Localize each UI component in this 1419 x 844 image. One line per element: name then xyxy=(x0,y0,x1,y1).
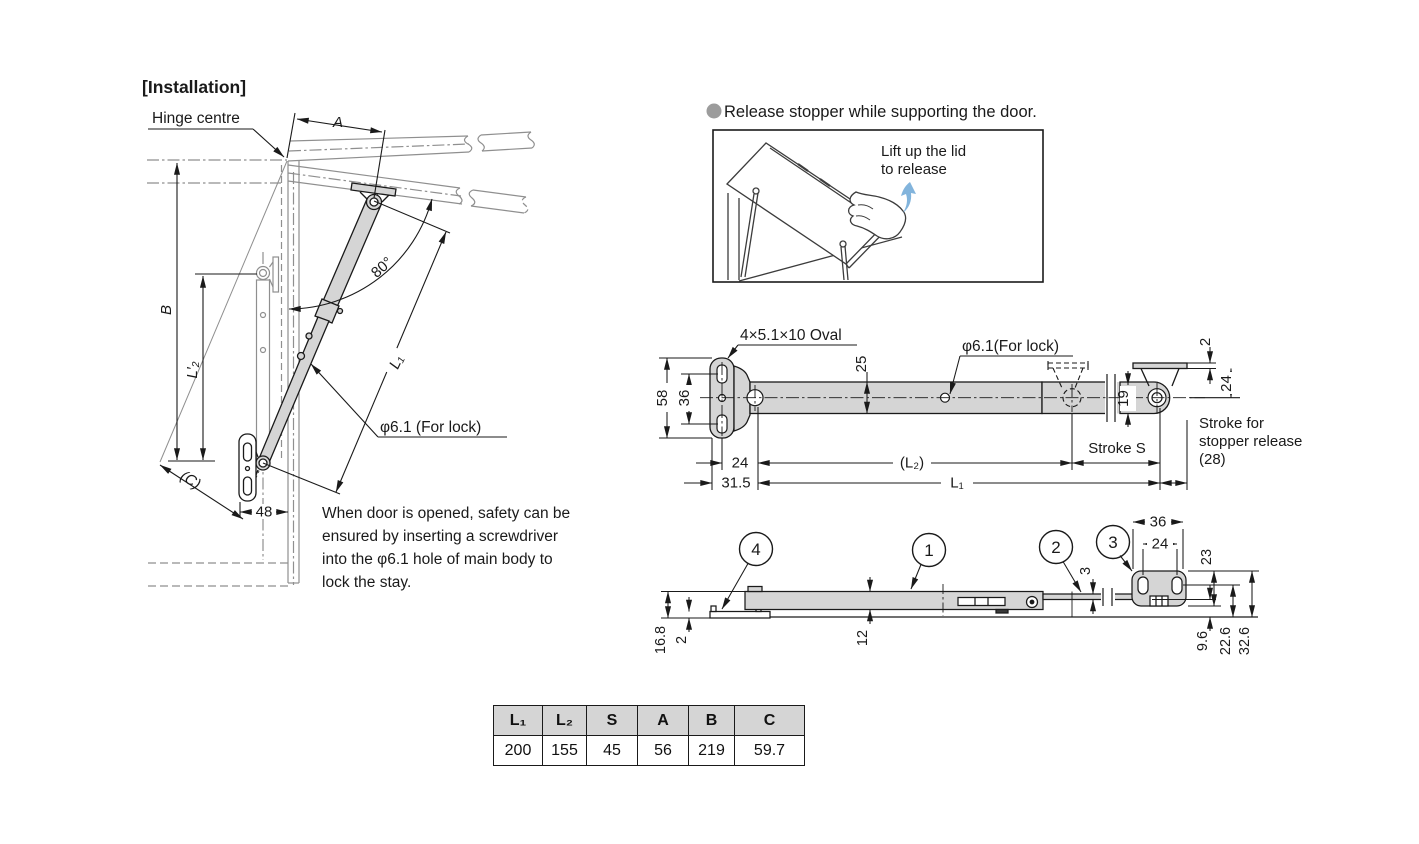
dim-9-6: 9.6 xyxy=(1195,631,1211,651)
part-balloons: 4 1 2 3 xyxy=(721,524,1133,610)
spec-table-value-row: 200 155 45 56 219 59.7 xyxy=(493,735,805,766)
spec-value-l2: 155 xyxy=(542,735,587,766)
dim-angle-80: 80° xyxy=(368,254,396,282)
spec-header-l1: L₁ xyxy=(493,705,543,736)
balloon-2-circle xyxy=(1038,529,1074,565)
dim-36-top: 36 xyxy=(1150,514,1167,531)
dim-48: 48 xyxy=(256,504,273,521)
stay-top-body xyxy=(709,570,1187,619)
dim-l1-bg xyxy=(376,343,416,381)
dim-16-8: 16.8 xyxy=(653,626,669,654)
dim-a: A xyxy=(332,114,343,131)
balloon-2-number: 2 xyxy=(1051,538,1060,557)
dim-31-5: 31.5 xyxy=(721,475,750,492)
stroke-release-line-3: (28) xyxy=(1199,451,1226,468)
dim-24l-bg xyxy=(728,455,753,470)
spec-header-b: B xyxy=(688,705,735,736)
dim-l1-side: L₁ xyxy=(950,475,963,492)
dim-19: 19 xyxy=(1115,390,1132,407)
balloon-3-number: 3 xyxy=(1108,533,1117,552)
hinge-leader-line xyxy=(252,128,285,158)
dim-3: 3 xyxy=(1078,567,1094,575)
dim-315-bg xyxy=(718,475,754,490)
balloon-4-number: 4 xyxy=(751,540,760,559)
dim-l2-bg xyxy=(893,455,931,470)
spec-value-l1: 200 xyxy=(493,735,543,766)
spec-header-s: S xyxy=(586,705,638,736)
dim-22-6: 22.6 xyxy=(1218,627,1234,655)
bullet-icon xyxy=(706,103,722,119)
dim-l1-side-bg xyxy=(941,475,973,490)
dim-48-bg xyxy=(252,504,276,519)
release-heading: Release stopper while supporting the doo… xyxy=(724,103,1037,121)
dim-24r-bg xyxy=(1223,372,1239,394)
spec-header-c: C xyxy=(734,705,805,736)
balloon-4-circle xyxy=(738,531,774,567)
spec-value-b: 219 xyxy=(688,735,735,766)
dim-36-top-bg xyxy=(1145,514,1171,530)
lift-arrow-icon xyxy=(901,182,916,213)
lift-caption-line-1: Lift up the lid xyxy=(881,143,966,160)
lock-hole-label: φ6.1 (For lock) xyxy=(380,419,481,436)
installation-diagram: [Installation] Hinge centre xyxy=(142,77,570,591)
top-view-drawing: 4 1 2 3 xyxy=(653,514,1259,655)
note-line-1: When door is opened, safety can be xyxy=(322,505,570,522)
dim-25: 25 xyxy=(853,356,870,373)
installation-title: [Installation] xyxy=(142,77,246,97)
note-line-2: ensured by inserting a screwdriver xyxy=(322,528,558,545)
side-view-drawing: 58 36 25 24 31.5 (L₂) L₁ Stroke S 2 24 1… xyxy=(654,327,1302,492)
spec-value-s: 45 xyxy=(586,735,638,766)
cabinet-bracket xyxy=(238,433,259,502)
dim-2-side: 2 xyxy=(1197,338,1214,346)
dim-c: (C) xyxy=(177,467,204,493)
dim-23: 23 xyxy=(1199,549,1215,565)
lid-illustration xyxy=(725,142,907,282)
spec-header-l2: L₂ xyxy=(542,705,587,736)
hand-icon xyxy=(847,191,907,240)
dim-32-6: 32.6 xyxy=(1237,627,1253,655)
dim-36-side: 36 xyxy=(676,390,693,407)
balloon-1-circle xyxy=(911,532,947,568)
spec-table-header-row: L₁ L₂ S A B C xyxy=(493,705,805,736)
stroke-release-line-2: stopper release xyxy=(1199,433,1302,450)
dim-24-right: 24 xyxy=(1218,375,1235,392)
dim-stroke-s: Stroke S xyxy=(1088,440,1146,457)
dim-19-bg xyxy=(1120,386,1136,411)
dim-24-top-bg xyxy=(1147,536,1173,552)
note-line-3: into the φ6.1 hole of main body to xyxy=(322,551,553,568)
lock-hole-label-side: φ6.1(For lock) xyxy=(962,338,1059,355)
lift-caption-line-2: to release xyxy=(881,161,947,178)
balloon-1-number: 1 xyxy=(924,541,933,560)
hinge-centre-label: Hinge centre xyxy=(152,110,240,127)
spec-value-c: 59.7 xyxy=(734,735,805,766)
dim-2-top: 2 xyxy=(674,636,690,644)
dim-36-bg xyxy=(681,385,697,411)
balloon-3-circle xyxy=(1095,524,1131,560)
spec-header-a: A xyxy=(637,705,689,736)
release-instruction: Release stopper while supporting the doo… xyxy=(706,103,1044,283)
dim-12: 12 xyxy=(855,630,871,646)
spec-table: L₁ L₂ S A B C 200 155 45 56 219 59.7 xyxy=(493,705,805,766)
dim-b: B xyxy=(158,305,175,315)
stay-closed-position xyxy=(255,252,280,560)
dim-58-bg xyxy=(659,383,675,412)
dim-l2-closed: L′₂ xyxy=(184,361,201,378)
oval-slot-label: 4×5.1×10 Oval xyxy=(740,327,842,344)
dim-l2: (L₂) xyxy=(900,455,924,472)
stroke-release-line-1: Stroke for xyxy=(1199,415,1264,432)
dim-24-top: 24 xyxy=(1152,536,1169,553)
note-line-4: lock the stay. xyxy=(322,574,411,591)
dim-58: 58 xyxy=(654,390,671,407)
dim-24-left: 24 xyxy=(732,455,749,472)
safety-note: When door is opened, safety can be ensur… xyxy=(322,505,570,591)
spec-value-a: 56 xyxy=(637,735,689,766)
